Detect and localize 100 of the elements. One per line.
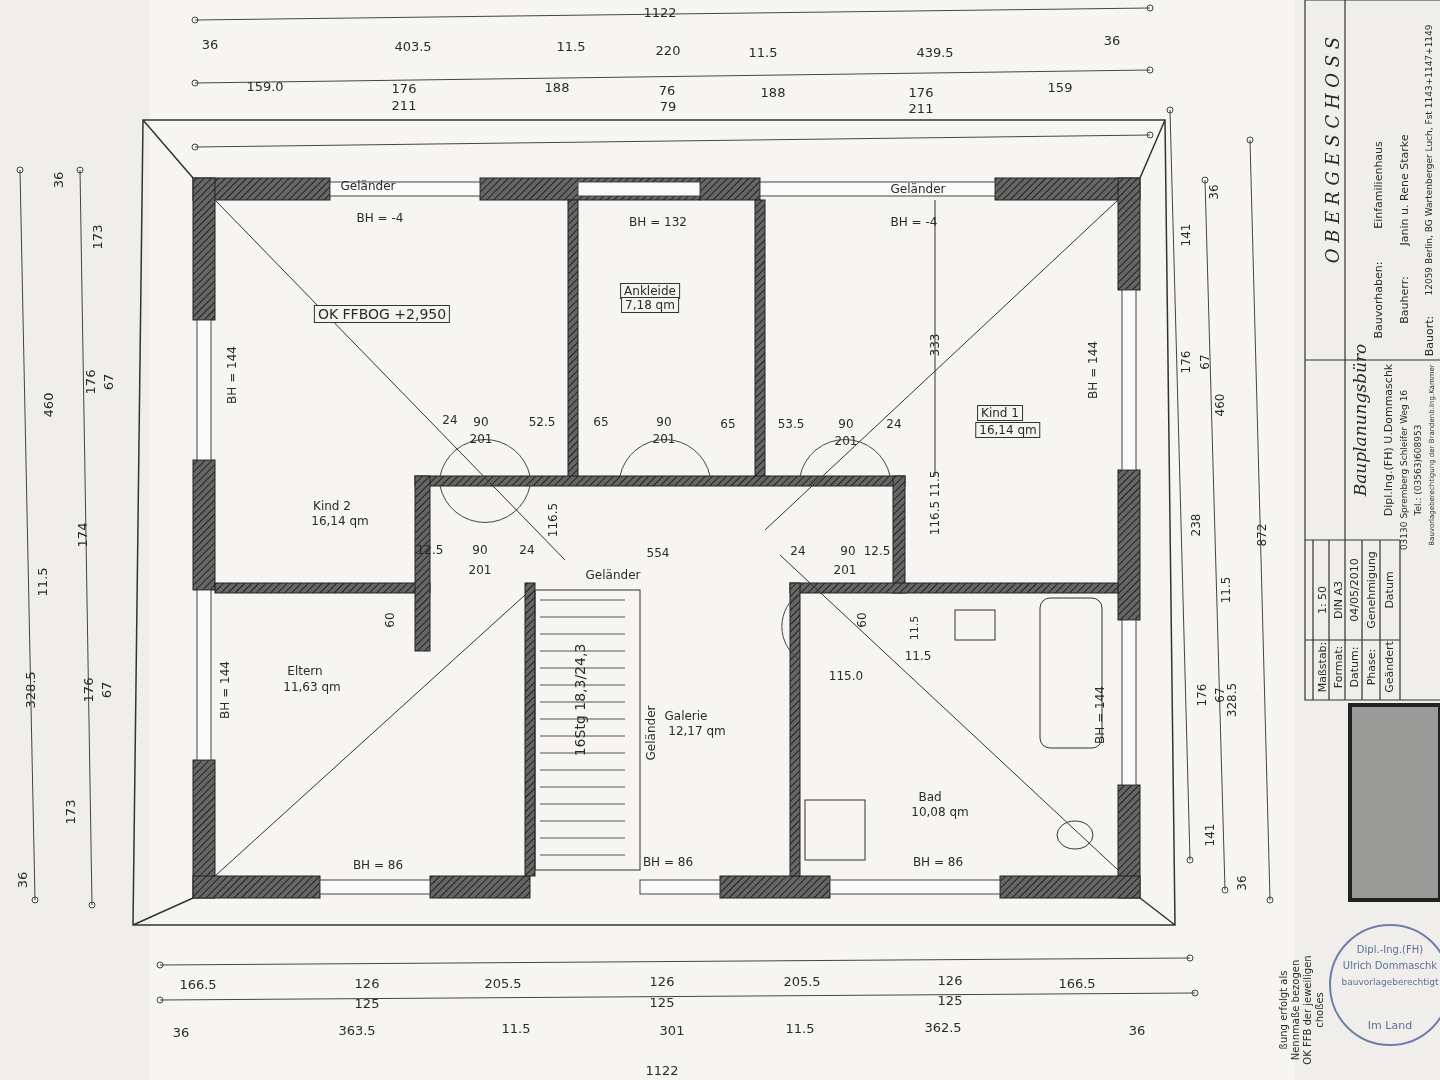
dimension-value: 176 bbox=[81, 677, 95, 703]
dimension-value: 60 bbox=[856, 612, 868, 628]
dimension-value: 174 bbox=[75, 522, 89, 548]
dimension-value: 125 bbox=[649, 995, 675, 1009]
dimension-value: 36 bbox=[1236, 875, 1248, 891]
dimension-value: 67 bbox=[1214, 687, 1226, 703]
office-details: Dipl.Ing.(FH) U.Dommaschk bbox=[1382, 363, 1394, 517]
dimension-value: 65 bbox=[720, 418, 736, 430]
dimension-value: 211 bbox=[908, 101, 934, 115]
dimension-value: 11.5 bbox=[748, 45, 778, 59]
dimension-value: 173 bbox=[63, 799, 77, 825]
dimension-value: 176 bbox=[1180, 350, 1192, 374]
dimension-value: 126 bbox=[649, 974, 675, 988]
window-height-note: BH = 86 bbox=[352, 859, 404, 871]
level-note: OK FFBOG +2,950 bbox=[313, 305, 451, 323]
dimension-value: 36 bbox=[172, 1025, 190, 1039]
dimension-value: 11.5 bbox=[904, 650, 932, 662]
field-label: Bauherr: bbox=[1398, 276, 1410, 324]
field-label: Maßstab: bbox=[1316, 641, 1328, 693]
room-area: 12,17 qm bbox=[668, 725, 726, 737]
dimension-value: 90 bbox=[472, 544, 488, 556]
dimension-value: 301 bbox=[659, 1023, 685, 1037]
stamp-text: Ulrich Dommaschk bbox=[1342, 961, 1438, 971]
dimension-value: 176 bbox=[1196, 683, 1208, 707]
dimension-value: 36 bbox=[1208, 184, 1220, 200]
dimension-value: 201 bbox=[833, 564, 857, 576]
dimension-value: 11.5 bbox=[501, 1021, 531, 1035]
dimension-value: 201 bbox=[834, 435, 858, 447]
dimension-value: 238 bbox=[1190, 513, 1202, 537]
dimension-value: 201 bbox=[652, 433, 676, 445]
office-phone: Tel.: (03563)608953 bbox=[1413, 424, 1423, 516]
dimension-value: 126 bbox=[937, 973, 963, 987]
dimension-value: 11.5 bbox=[785, 1021, 815, 1035]
stamp-text: bauvorlageberechtigt bbox=[1341, 977, 1439, 987]
field-value: Genehmigung bbox=[1365, 551, 1377, 629]
dimension-value: 205.5 bbox=[484, 976, 522, 990]
dimension-value: 11.5 bbox=[1220, 576, 1232, 604]
dimension-value: 65 bbox=[593, 416, 609, 428]
dimension-value: 460 bbox=[41, 392, 55, 418]
field-label: Geändert bbox=[1383, 641, 1395, 693]
room-name: Bad bbox=[918, 791, 942, 803]
dimension-value: 12.5 bbox=[863, 545, 891, 557]
dimension-value: 159 bbox=[1047, 80, 1073, 94]
dimension-value: 76 bbox=[658, 83, 676, 97]
dimension-value: 201 bbox=[469, 433, 493, 445]
window-height-note: BH = 144 bbox=[1087, 341, 1099, 399]
dimension-value: 328.5 bbox=[1226, 682, 1238, 718]
railing-note: Geländer bbox=[890, 183, 946, 195]
dimension-value: 36 bbox=[1128, 1023, 1146, 1037]
note-text: OK FFB der jeweiligen bbox=[1303, 955, 1313, 1065]
dimension-value: 403.5 bbox=[394, 39, 432, 53]
dimension-value: 11.5 bbox=[35, 567, 49, 597]
dimension-value: 11.5 bbox=[556, 39, 586, 53]
field-label: Phase: bbox=[1365, 648, 1377, 686]
dimension-value: 125 bbox=[937, 993, 963, 1007]
dimension-value: 36 bbox=[201, 37, 219, 51]
dimension-value: 166.5 bbox=[1058, 976, 1096, 990]
field-value: 1: 50 bbox=[1316, 585, 1328, 615]
dimension-value: 24 bbox=[886, 418, 902, 430]
dimension-value: 1122 bbox=[645, 1063, 679, 1077]
dimension-value: 328.5 bbox=[23, 671, 37, 709]
room-area: 16,14 qm bbox=[975, 422, 1041, 438]
dimension-value: 176 bbox=[908, 85, 934, 99]
field-value: Einfamilienhaus bbox=[1372, 141, 1384, 229]
room-area: 10,08 qm bbox=[911, 806, 969, 818]
dimension-value: 36 bbox=[1103, 33, 1121, 47]
dimension-value: 220 bbox=[655, 43, 681, 57]
dimension-value: 554 bbox=[646, 547, 670, 559]
railing-note: Geländer bbox=[340, 180, 396, 192]
dimension-value: 126 bbox=[354, 976, 380, 990]
dimension-value: 53.5 bbox=[777, 418, 805, 430]
dimension-value: 872 bbox=[1256, 523, 1268, 547]
dimension-value: 52.5 bbox=[528, 416, 556, 428]
field-label: Format: bbox=[1332, 645, 1344, 689]
window-height-note: BH = 86 bbox=[912, 856, 964, 868]
dimension-value: 11.5 bbox=[908, 615, 920, 641]
dimension-value: 363.5 bbox=[338, 1023, 376, 1037]
room-area: 16,14 qm bbox=[311, 515, 369, 527]
room-area: 7,18 qm bbox=[621, 297, 679, 313]
dimension-value: 36 bbox=[51, 171, 65, 189]
dimension-value: 1122 bbox=[643, 5, 677, 19]
dimension-value: 176 bbox=[83, 369, 97, 395]
note-text: ßung erfolgt als bbox=[1279, 970, 1289, 1050]
dimension-value: 211 bbox=[391, 98, 417, 112]
dimension-value: 90 bbox=[656, 416, 672, 428]
stamp-text: Dipl.-Ing.(FH) bbox=[1356, 945, 1424, 955]
dimension-value: 201 bbox=[468, 564, 492, 576]
dimension-value: 173 bbox=[90, 224, 104, 250]
room-name: Eltern bbox=[287, 665, 323, 677]
window-height-note: BH = 144 bbox=[1094, 686, 1106, 744]
dimension-value: 141 bbox=[1180, 223, 1192, 247]
room-area: 11,63 qm bbox=[283, 681, 341, 693]
field-value: Datum bbox=[1383, 571, 1395, 609]
dimension-value: 67 bbox=[1199, 354, 1211, 370]
field-value: Janin u. Rene Starke bbox=[1398, 134, 1410, 246]
window-height-note: BH = 86 bbox=[642, 856, 694, 868]
dimension-value: 116.5 bbox=[547, 502, 559, 538]
field-value: 12059 Berlin, BG Wartenberger Luch, Fst 1143+1147+1149 bbox=[1424, 24, 1434, 296]
room-name: Kind 2 bbox=[313, 500, 351, 512]
dimension-value: 439.5 bbox=[916, 45, 954, 59]
